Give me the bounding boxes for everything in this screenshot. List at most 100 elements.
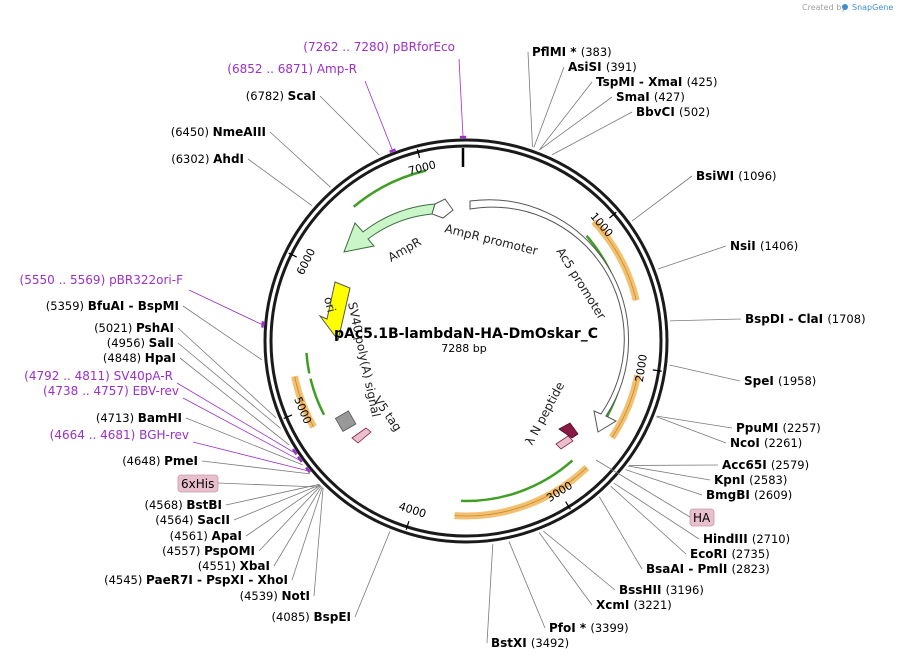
restriction-site[interactable]: PpuMI (2257) [736, 421, 821, 435]
primer-label[interactable]: (4792 .. 4811) SV40pA-R [24, 369, 173, 383]
restriction-site[interactable]: (5021) PshAI [94, 321, 174, 335]
site-position: (6782) [246, 89, 288, 103]
restriction-site[interactable]: PflMI * (383) [532, 45, 612, 59]
restriction-site[interactable]: PfoI * (3399) [549, 621, 629, 635]
site-enzyme: SpeI [744, 374, 778, 388]
site-enzyme: HindIII [703, 532, 752, 546]
site-enzyme: PspOMI [204, 544, 255, 558]
site-position: (1708) [827, 312, 865, 326]
site-enzyme: KpnI [714, 473, 749, 487]
scale-tick-label: 2000 [633, 353, 650, 383]
site-position: (4848) [103, 351, 145, 365]
site-enzyme: XbaI [240, 559, 270, 573]
ampr-label: AmpR [386, 235, 424, 265]
site-enzyme: BspEI [313, 610, 351, 624]
site-leader [669, 364, 741, 382]
ori-feature[interactable] [318, 281, 351, 342]
restriction-site[interactable]: (4085) BspEI [272, 610, 351, 624]
site-position: (391) [606, 60, 637, 74]
site-enzyme: AhdI [213, 152, 244, 166]
site-position: (4564) [155, 513, 197, 527]
orf-inner-arrow [460, 459, 574, 503]
ampr-feature[interactable] [343, 203, 436, 253]
site-position: (2261) [764, 436, 802, 450]
site-enzyme: BfuAI - BspMI [88, 299, 179, 313]
primer-mark [261, 321, 265, 328]
restriction-site[interactable]: (4648) PmeI [122, 454, 198, 468]
primer-label[interactable]: (5550 .. 5569) pBR322ori-F [20, 273, 184, 287]
lambda-n-feature[interactable] [558, 422, 579, 439]
restriction-site[interactable]: (6302) AhdI [171, 152, 244, 166]
orf-arc-edge [611, 375, 639, 438]
site-position: (502) [679, 105, 710, 119]
restriction-site[interactable]: (4561) ApaI [170, 529, 242, 543]
restriction-site[interactable]: (4564) SacII [155, 513, 230, 527]
restriction-site[interactable]: SmaI (427) [616, 90, 685, 104]
primer-range: (5550 .. 5569) [20, 273, 110, 287]
restriction-site[interactable]: (4848) HpaI [103, 351, 176, 365]
restriction-site[interactable]: BssHII (3196) [619, 583, 704, 597]
ac5-promoter-feature[interactable] [469, 199, 630, 433]
site-leader [670, 318, 742, 322]
restriction-site[interactable]: BsiWI (1096) [696, 169, 777, 183]
site-enzyme: SacII [197, 513, 230, 527]
site-enzyme: BspDI - ClaI [745, 312, 827, 326]
restriction-site[interactable]: (4545) PaeR7I - PspXI - XhoI [104, 573, 288, 587]
primer-range: (4664 .. 4681) [50, 428, 140, 442]
sv40-polya-feature[interactable] [334, 410, 357, 432]
restriction-site[interactable]: (4956) SalI [107, 336, 174, 350]
restriction-site[interactable]: (4539) NotI [240, 589, 310, 603]
primer-label[interactable]: (4738 .. 4757) EBV-rev [43, 384, 179, 398]
restriction-site[interactable]: (4568) BstBI [144, 498, 222, 512]
restriction-site[interactable]: (6450) NmeAIII [171, 125, 266, 139]
restriction-site[interactable]: HindIII (2710) [703, 532, 790, 546]
site-enzyme: NsiI [730, 239, 760, 253]
site-enzyme: TspMI - XmaI [596, 75, 687, 89]
ampr-promoter-arrowhead[interactable] [431, 198, 454, 219]
restriction-site[interactable]: BstXI (3492) [491, 636, 569, 650]
primer-range: (6852 .. 6871) [227, 62, 317, 76]
site-enzyme: PflMI * [532, 45, 581, 59]
restriction-site[interactable]: AsiSI (391) [568, 60, 637, 74]
restriction-site[interactable]: BmgBI (2609) [706, 488, 792, 502]
restriction-site[interactable]: NcoI (2261) [730, 436, 802, 450]
primer-label[interactable]: (6852 .. 6871) Amp-R [227, 62, 357, 76]
primer-label[interactable]: (7262 .. 7280) pBRforEco [303, 40, 455, 54]
restriction-site[interactable]: Acc65I (2579) [722, 458, 809, 472]
primer-label[interactable]: (4664 .. 4681) BGH-rev [50, 428, 189, 442]
site-enzyme: ScaI [288, 89, 316, 103]
plasmid-length: 7288 bp [441, 342, 486, 355]
site-leader [225, 483, 320, 506]
scale-tick [283, 414, 293, 419]
site-position: (5359) [46, 299, 88, 313]
restriction-site[interactable]: BspDI - ClaI (1708) [745, 312, 866, 326]
restriction-site[interactable]: KpnI (2583) [714, 473, 787, 487]
restriction-site[interactable]: BsaAI - PmlI (2823) [646, 562, 770, 576]
site-position: (4648) [122, 454, 164, 468]
restriction-site[interactable]: (4557) PspOMI [162, 544, 255, 558]
restriction-site[interactable]: TspMI - XmaI (425) [596, 75, 718, 89]
site-leader [539, 96, 613, 151]
site-leader [182, 305, 263, 361]
v5-tag-feature[interactable] [351, 427, 372, 444]
site-position: (6450) [171, 125, 213, 139]
ha-tag-badge[interactable] [689, 508, 715, 527]
site-leader [628, 465, 711, 481]
restriction-site[interactable]: (4713) BamHI [96, 411, 182, 425]
restriction-site[interactable]: (6782) ScaI [246, 89, 316, 103]
restriction-site[interactable]: NsiI (1406) [730, 239, 798, 253]
restriction-site[interactable]: (4551) XbaI [198, 559, 270, 573]
site-leader [508, 541, 546, 629]
restriction-site[interactable]: (5359) BfuAI - BspMI [46, 299, 179, 313]
restriction-site[interactable]: BbvCI (502) [636, 105, 710, 119]
site-enzyme: BstBI [186, 498, 222, 512]
restriction-site[interactable]: SpeI (1958) [744, 374, 816, 388]
ha-feature[interactable] [555, 435, 574, 450]
site-leader [551, 111, 633, 156]
site-leader [269, 131, 331, 188]
site-enzyme: PaeR7I - PspXI - XhoI [146, 573, 288, 587]
restriction-site[interactable]: EcoRI (2735) [690, 547, 770, 561]
his-tag-badge[interactable] [177, 474, 219, 493]
restriction-site[interactable]: XcmI (3221) [596, 598, 672, 612]
primer-mark [297, 456, 303, 463]
